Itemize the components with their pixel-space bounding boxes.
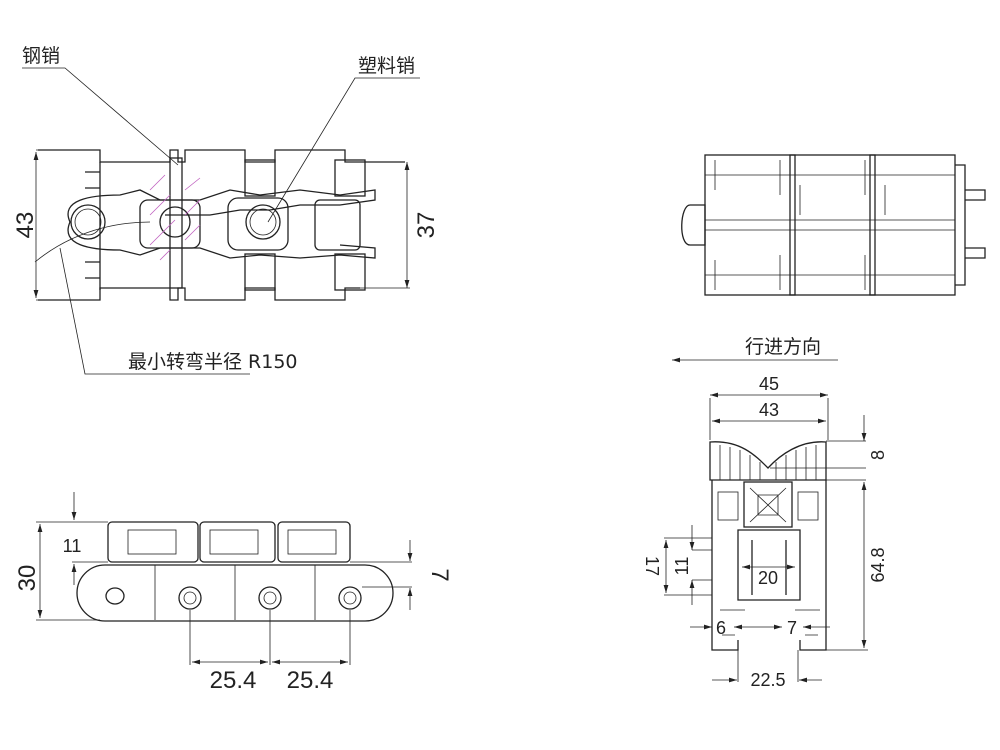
dim-30: 30 — [14, 565, 41, 592]
dim-17: 17 — [642, 556, 662, 576]
dim-pitch-1: 25.4 — [210, 667, 257, 694]
dim-43-plan: 43 — [12, 212, 39, 239]
plan-view-callouts: 钢销 塑料销 最小转弯半径 R150 — [22, 45, 420, 375]
dim-11: 11 — [672, 557, 692, 576]
label-plastic-pin: 塑料销 — [358, 55, 415, 77]
side-view-dimensions: 30 11 7 25.4 25.4 — [14, 492, 453, 694]
dim-11-side: 11 — [63, 536, 82, 556]
dim-37-plan: 37 — [413, 212, 440, 239]
dim-64-8: 64.8 — [868, 547, 888, 582]
dim-43: 43 — [759, 400, 779, 420]
top-view-chain — [681, 154, 986, 296]
dim-8: 8 — [868, 450, 888, 460]
dim-pitch-2: 25.4 — [287, 667, 334, 694]
plan-view-chain — [34, 149, 405, 301]
dim-7-side: 7 — [426, 568, 453, 581]
section-dimensions: 45 43 8 64.8 17 11 20 6 7 22.5 — [642, 374, 888, 690]
dim-22-5: 22.5 — [750, 670, 785, 690]
dim-45: 45 — [759, 374, 779, 394]
label-travel-direction: 行进方向 — [745, 336, 821, 358]
section-view — [709, 441, 827, 651]
label-min-turn-radius: 最小转弯半径 R150 — [128, 351, 298, 373]
side-view-chain — [76, 521, 394, 622]
dim-6: 6 — [716, 618, 726, 638]
dim-20: 20 — [758, 568, 778, 588]
plan-view-dimensions: 43 37 — [12, 149, 440, 301]
dim-7: 7 — [787, 618, 797, 638]
label-steel-pin: 钢销 — [22, 45, 60, 67]
